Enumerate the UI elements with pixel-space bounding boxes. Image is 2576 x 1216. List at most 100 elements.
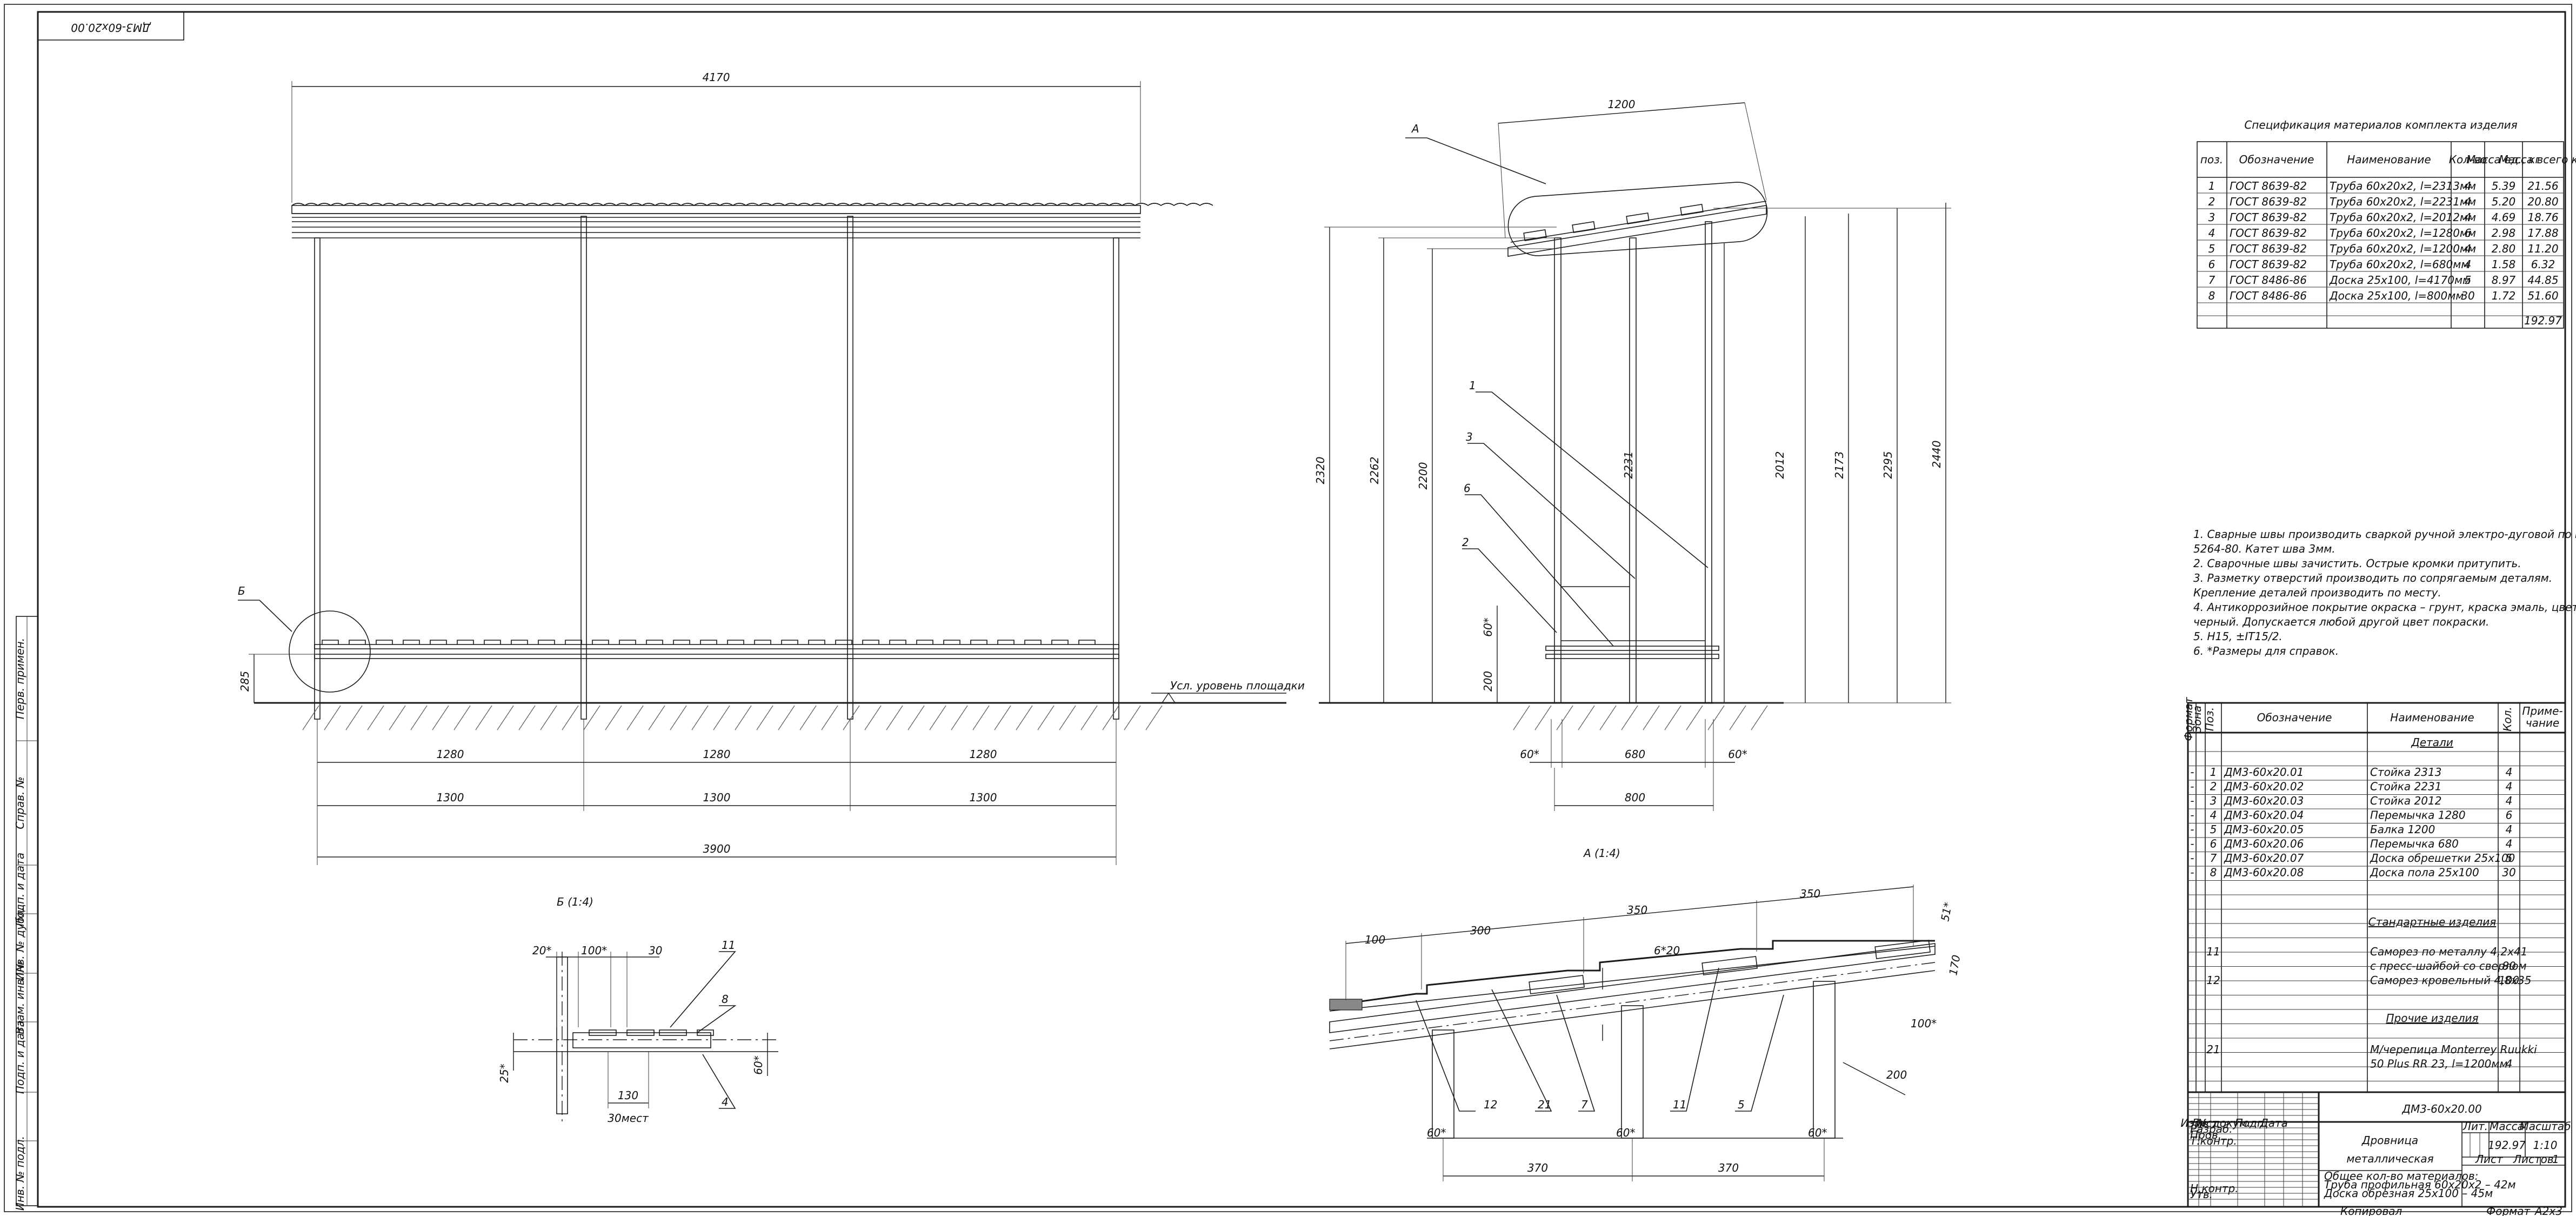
a-callout-21: 21 (1538, 1098, 1551, 1111)
note-4b: черный. Допускается любой другой цвет по… (2193, 615, 2489, 628)
spec-cell: 11.20 (2527, 242, 2558, 255)
tb-scale: 1:10 (2533, 1139, 2558, 1152)
spec-cell: 18.76 (2527, 211, 2558, 224)
side-dim-2295: 2295 (1881, 451, 1894, 479)
bom-qty: 4 (2506, 766, 2513, 779)
tb-format-label: Формат (2486, 1205, 2531, 1216)
bom-other-qty: 4 (2506, 1058, 2513, 1071)
bom-other-name: М/черепица Monterrey Ruukki (2370, 1043, 2537, 1056)
spec-cell: 44.85 (2527, 274, 2558, 287)
a-dim-350a: 350 (1627, 903, 1647, 916)
tb-izm: Изм. (2180, 1117, 2206, 1129)
bom-qty: 4 (2506, 794, 2513, 807)
b-dim-30mest: 30мест (608, 1112, 649, 1125)
detail-a-title: А (1:4) (1583, 847, 1620, 860)
bom-pos: 3 (2210, 794, 2217, 807)
bom-name: Доска пола 25х100 (2370, 866, 2479, 879)
bom-h-note: Приме- (2522, 705, 2562, 717)
spec-cell: 30 (2461, 289, 2474, 302)
tb-sheet: Лист (2475, 1153, 2504, 1166)
bom-std-name: Саморез кровельный 4,8х35 (2370, 974, 2532, 987)
spec-cell: Труба 60х20х2, l=2313мм (2330, 180, 2476, 192)
side-dim-2231: 2231 (1622, 451, 1635, 479)
bom-code: ДМ3-60х20.04 (2224, 809, 2304, 822)
side-stamp-5: Взам. инв. № (14, 961, 26, 1034)
bom-code: ДМ3-60х20.01 (2224, 766, 2304, 779)
bom-name: Доска обрешетки 25х100 (2370, 852, 2515, 865)
spec-cell: 5 (2465, 274, 2472, 287)
side-dim-1200: 1200 (1608, 98, 1636, 111)
note-1a: 1. Сварные швы производить сваркой ручно… (2193, 528, 2576, 541)
spec-h-pos: поз. (2200, 153, 2223, 166)
bom-std-name: Саморез по металлу 4,2х41 (2370, 945, 2527, 958)
spec-cell: 6.32 (2531, 258, 2555, 271)
bom-table: Формат Зона Поз. Обозначение Наименовани… (2182, 696, 2566, 1093)
spec-cell: ГОСТ 8639-82 (2230, 180, 2307, 192)
bom-qty: 4 (2506, 780, 2513, 793)
bom-name: Стойка 2012 (2370, 794, 2441, 807)
a-dim-300: 300 (1470, 924, 1491, 937)
a-dim-60a: 60* (1427, 1126, 1446, 1139)
b-callout-11: 11 (722, 939, 735, 952)
spec-cell: Труба 60х20х2, l=1200мм (2330, 242, 2476, 255)
dim-1300-b: 1300 (703, 791, 731, 804)
spec-cell: ГОСТ 8639-82 (2230, 258, 2307, 271)
spec-cell: ГОСТ 8486-86 (2230, 289, 2307, 302)
spec-cell: 21.56 (2527, 180, 2558, 192)
bom-format: - (2190, 866, 2194, 879)
spec-table: Спецификация материалов комплекта издели… (2197, 118, 2576, 329)
bom-qty: 4 (2506, 823, 2513, 836)
spec-cell: 4 (2465, 195, 2472, 208)
a-dim-370a: 370 (1527, 1161, 1548, 1174)
spec-title: Спецификация материалов комплекта издели… (2244, 118, 2517, 131)
tb-mass: 192.97 (2488, 1139, 2526, 1152)
tb-lit: Лит. (2462, 1120, 2488, 1133)
side-callout-3: 3 (1466, 430, 1473, 443)
bom-std-qty: 100 (2499, 974, 2519, 987)
spec-cell: 7 (2208, 274, 2215, 287)
a-dim-100: 100 (1365, 933, 1385, 946)
side-dim-800: 800 (1625, 791, 1645, 804)
a-callout-11: 11 (1673, 1098, 1686, 1111)
note-3b: Крепление деталей производить по месту. (2193, 586, 2441, 599)
a-dim-100r: 100* (1911, 1017, 1937, 1030)
spec-cell: ГОСТ 8639-82 (2230, 242, 2307, 255)
spec-cell: 4 (2465, 242, 2472, 255)
bom-h-qty: Кол. (2501, 707, 2514, 732)
spec-h-total: Масса всего кг. (2499, 153, 2576, 166)
bom-h-name: Наименование (2390, 711, 2474, 724)
b-dim-100: 100* (581, 944, 607, 957)
side-dim-200: 200 (1481, 671, 1494, 692)
bom-section-details: Детали (2411, 736, 2453, 749)
bom-other-name: 50 Plus RR 23, l=1200мм (2370, 1058, 2508, 1071)
bom-pos: 1 (2210, 766, 2217, 779)
note-4a: 4. Антикоррозийное покрытие окраска – гр… (2193, 601, 2576, 614)
ground-level-label: Усл. уровень площадки (1170, 679, 1305, 692)
bom-name: Стойка 2313 (2370, 766, 2441, 779)
bom-std-qty: 80 (2502, 960, 2515, 973)
spec-cell: 51.60 (2527, 289, 2558, 302)
spec-cell: Труба 60х20х2, l=680мм (2330, 258, 2469, 271)
b-dim-30: 30 (649, 944, 662, 957)
note-3a: 3. Разметку отверстий производить по соп… (2193, 572, 2552, 584)
spec-h-qty: Кол-во (2449, 153, 2487, 166)
bom-std-name: с пресс-шайбой со сверлом (2370, 960, 2527, 973)
note-5: 5. Н15, ±IT15/2. (2193, 630, 2283, 643)
spec-cell: 5.39 (2492, 180, 2516, 192)
spec-cell: ГОСТ 8639-82 (2230, 227, 2307, 240)
dim-1300-c: 1300 (970, 791, 997, 804)
bom-qty: 30 (2502, 866, 2515, 879)
tb-scale-label: Масштаб (2519, 1120, 2571, 1133)
tb-code: ДМ3-60х20.00 (2401, 1102, 2481, 1115)
view-a-marker: А (1411, 122, 1419, 135)
dim-4170: 4170 (703, 71, 730, 84)
detail-a: 100 300 350 350 6*20 100* 200 51* 170 60… (1329, 885, 1963, 1181)
bom-name: Перемычка 1280 (2370, 809, 2466, 822)
a-dim-370b: 370 (1718, 1161, 1739, 1174)
spec-cell: 6 (2208, 258, 2215, 271)
spec-cell: 1 (2208, 180, 2215, 192)
bom-format: - (2190, 766, 2194, 779)
bom-h-zone: Зона (2191, 706, 2204, 733)
spec-cell: 1.58 (2492, 258, 2516, 271)
